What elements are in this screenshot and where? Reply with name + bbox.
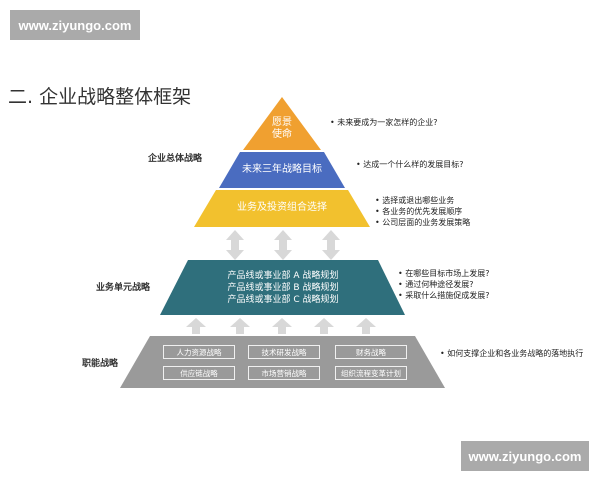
label-business-unit-strategy: 业务单元战略 <box>96 283 151 293</box>
note-portfolio-3: 公司层面的业务发展策略 <box>375 217 470 228</box>
functional-item-supply-chain: 供应链战略 <box>163 366 235 380</box>
functional-item-marketing: 市场营销战略 <box>248 366 320 380</box>
note-business-unit-3: 采取什么措施促成发展? <box>398 290 489 301</box>
label-functional-strategy: 职能战略 <box>82 359 119 369</box>
functional-item-hr: 人力资源战略 <box>163 345 235 359</box>
bu-line-c: 产品线或事业部 C 战略规划 <box>227 295 339 305</box>
note-functional-1: 如何支撑企业和各业务战略的落地执行 <box>440 348 583 359</box>
business-unit-lines: 产品线或事业部 A 战略规划 产品线或事业部 B 战略规划 产品线或事业部 C … <box>190 270 376 306</box>
up-arrow-5 <box>356 318 376 334</box>
label-corporate-strategy: 企业总体战略 <box>148 154 203 164</box>
note-portfolio-1: 选择或退出哪些业务 <box>375 195 470 206</box>
up-arrow-2 <box>230 318 250 334</box>
up-arrow-1 <box>186 318 206 334</box>
vision-text: 愿景 <box>272 117 292 128</box>
vision-label: 愿景 使命 <box>252 117 312 141</box>
double-arrows-upper <box>226 230 340 260</box>
business-unit-tier <box>160 260 405 315</box>
double-arrow-center <box>274 230 292 260</box>
double-arrow-right <box>322 230 340 260</box>
note-three-year-1: 达成一个什么样的发展目标? <box>356 159 463 170</box>
note-portfolio-2: 各业务的优先发展顺序 <box>375 206 470 217</box>
three-year-goals-label: 未来三年战略目标 <box>242 164 322 175</box>
portfolio-tier <box>194 190 370 227</box>
functional-tier <box>120 336 445 388</box>
three-year-goals-tier <box>219 152 345 188</box>
note-vision-1: 未来要成为一家怎样的企业? <box>330 117 437 128</box>
note-business-unit: 在哪些目标市场上发展? 通过何种途径发展? 采取什么措施促成发展? <box>398 268 490 301</box>
page-title: 二. 企业战略整体框架 <box>8 86 192 108</box>
note-three-year: 达成一个什么样的发展目标? <box>356 159 463 170</box>
watermark-top: www.ziyungo.com <box>10 10 140 40</box>
functional-item-org-process: 组织流程变革计划 <box>335 366 407 380</box>
bu-line-b: 产品线或事业部 B 战略规划 <box>227 283 339 293</box>
vision-tier <box>243 97 321 150</box>
note-vision: 未来要成为一家怎样的企业? <box>330 117 437 128</box>
bu-line-a: 产品线或事业部 A 战略规划 <box>227 271 339 281</box>
functional-item-rd: 技术研发战略 <box>248 345 320 359</box>
portfolio-label: 业务及投资组合选择 <box>237 202 327 213</box>
note-portfolio: 选择或退出哪些业务 各业务的优先发展顺序 公司层面的业务发展策略 <box>375 195 470 228</box>
mission-text: 使命 <box>272 129 292 140</box>
note-functional: 如何支撑企业和各业务战略的落地执行 <box>440 348 583 359</box>
note-business-unit-2: 通过何种途径发展? <box>398 279 490 290</box>
up-arrows <box>186 318 376 334</box>
watermark-bottom: www.ziyungo.com <box>461 441 589 471</box>
functional-item-finance: 财务战略 <box>335 345 407 359</box>
note-business-unit-1: 在哪些目标市场上发展? <box>398 268 489 279</box>
up-arrow-4 <box>314 318 334 334</box>
up-arrow-3 <box>272 318 292 334</box>
double-arrow-left <box>226 230 244 260</box>
